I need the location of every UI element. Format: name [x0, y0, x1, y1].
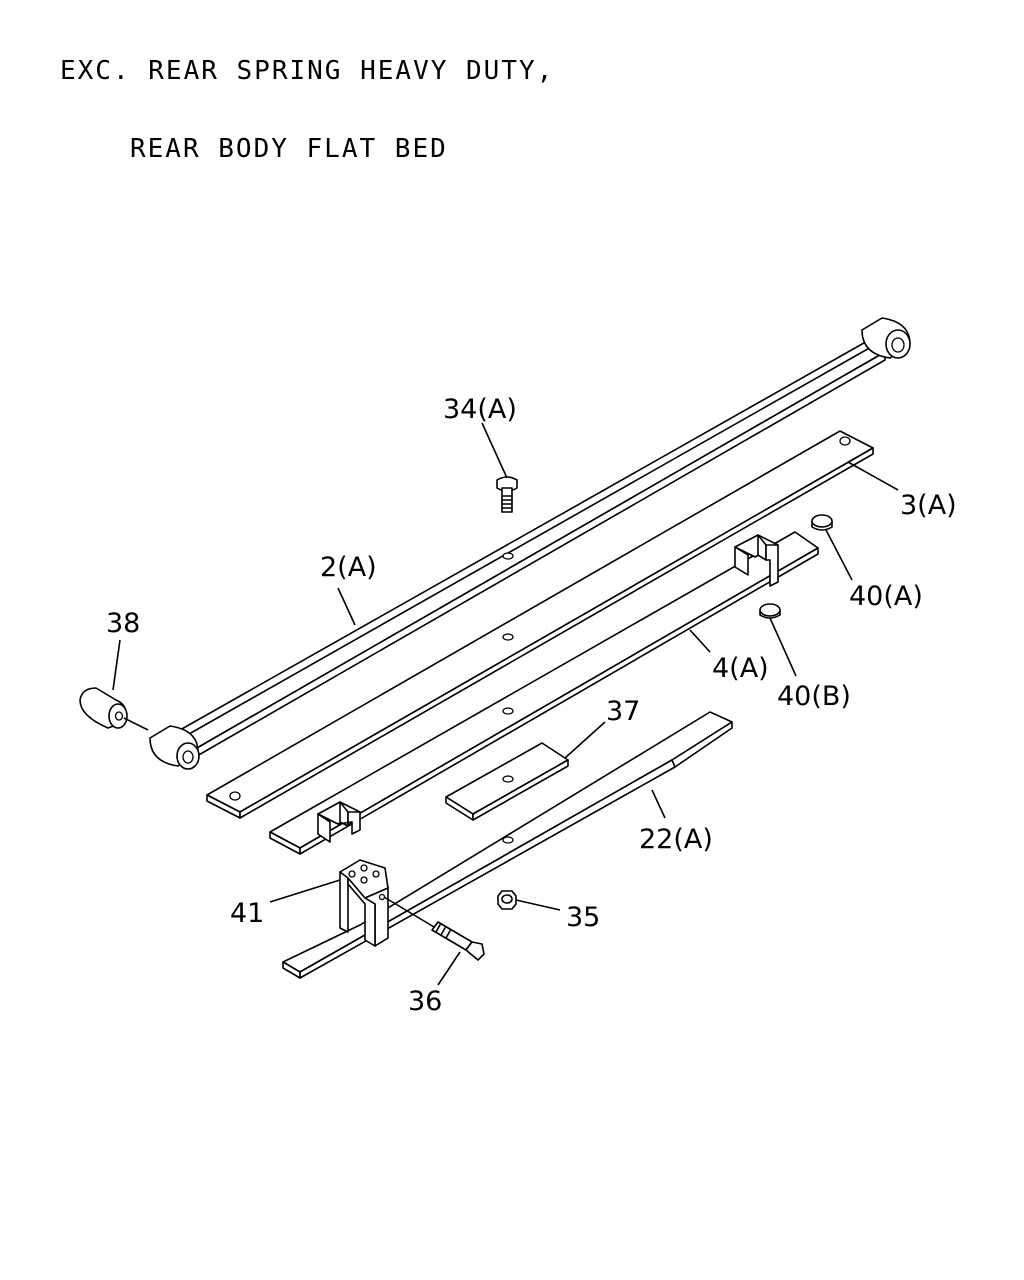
callout-40a: 40(A) — [849, 581, 923, 612]
callout-3a: 3(A) — [900, 490, 957, 521]
callout-2a: 2(A) — [320, 552, 377, 583]
pad-37 — [445, 742, 569, 821]
callout-38: 38 — [106, 608, 140, 639]
callout-35: 35 — [566, 902, 600, 933]
main-leaf-2a — [149, 317, 911, 770]
leaf-4a — [269, 531, 819, 855]
callout-36: 36 — [408, 986, 442, 1017]
callout-40b: 40(B) — [777, 681, 851, 712]
nut-35 — [497, 890, 517, 910]
callout-37: 37 — [606, 696, 640, 727]
bolt-36 — [383, 896, 485, 961]
diagram-header: EXC. REAR SPRING HEAVY DUTY, REAR BODY F… — [60, 6, 554, 188]
callout-34a: 34(A) — [443, 394, 517, 425]
leader-lines — [112, 422, 899, 986]
leaf-3a — [206, 430, 874, 819]
callout-22a: 22(A) — [639, 824, 713, 855]
header-line-2: REAR BODY FLAT BED — [130, 134, 448, 164]
bushing-38 — [79, 687, 149, 731]
bolt-34a — [496, 476, 518, 513]
leaf-22a — [282, 711, 733, 979]
header-line-1: EXC. REAR SPRING HEAVY DUTY, — [60, 56, 555, 86]
cap-40a — [811, 514, 833, 531]
bracket-41 — [339, 859, 389, 947]
callout-4a: 4(A) — [712, 653, 769, 684]
cap-40b — [759, 603, 781, 619]
callout-41: 41 — [230, 898, 264, 929]
